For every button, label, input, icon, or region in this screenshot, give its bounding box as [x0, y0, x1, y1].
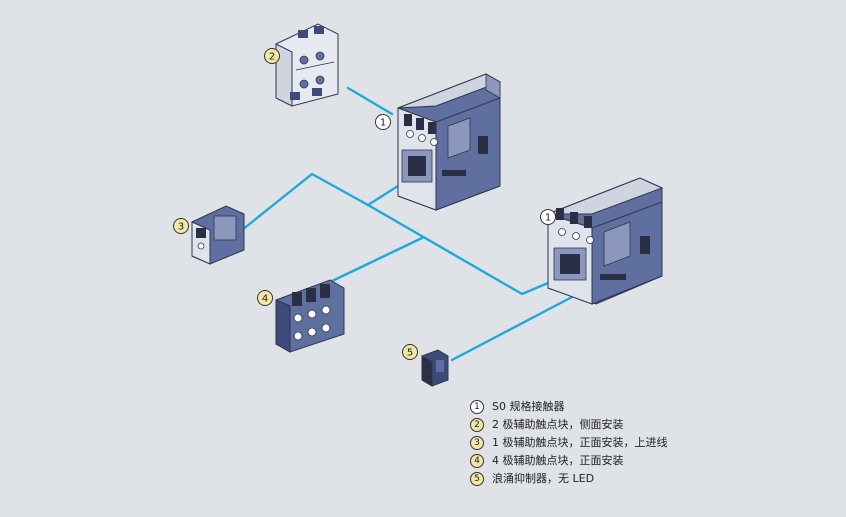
legend-item: 3 1 极辅助触点块，正面安装，上进线 — [470, 434, 668, 452]
callout-number: 2 — [269, 52, 275, 63]
legend-text: 4 极辅助触点块，正面安装 — [492, 454, 624, 467]
legend: 1 S0 规格接触器 2 2 极辅助触点块，侧面安装 3 1 极辅助触点块，正面… — [470, 398, 668, 488]
legend-text: 1 极辅助触点块，正面安装，上进线 — [492, 436, 668, 449]
callout-circle — [402, 344, 418, 360]
connector-line-3 — [240, 172, 370, 232]
callout-markers: 1 1 2 3 4 5 — [173, 48, 556, 360]
callout-number: 1 — [545, 213, 551, 224]
legend-item: 5 浪涌抑制器，无 LED — [470, 470, 668, 488]
callout-badge-1: 1 — [375, 114, 391, 130]
callout-circle — [173, 218, 189, 234]
callout-circle — [264, 48, 280, 64]
legend-number-badge: 2 — [470, 418, 484, 432]
legend-number-badge: 4 — [470, 454, 484, 468]
callout-number: 4 — [262, 294, 268, 305]
callout-number: 1 — [380, 118, 386, 129]
legend-item: 2 2 极辅助触点块，侧面安装 — [470, 416, 668, 434]
contactor-s0-upper — [397, 73, 502, 211]
legend-text: 浪涌抑制器，无 LED — [492, 472, 595, 485]
surge-suppressor — [421, 349, 449, 387]
callout-circle — [257, 290, 273, 306]
callout-badge-5: 5 — [402, 344, 418, 360]
callout-circle — [540, 209, 556, 225]
callout-badge-4: 4 — [257, 290, 273, 306]
callout-circle — [375, 114, 391, 130]
connector-line-main — [366, 184, 400, 207]
contactor-s0-lower — [547, 177, 664, 305]
legend-number-badge: 3 — [470, 436, 484, 450]
callout-number: 3 — [178, 222, 184, 233]
legend-number-badge: 1 — [470, 400, 484, 414]
connector-line-4 — [328, 236, 424, 284]
legend-item: 4 4 极辅助触点块，正面安装 — [470, 452, 668, 470]
legend-text: S0 规格接触器 — [492, 400, 565, 413]
connector-line-trunk — [366, 203, 550, 296]
connector-line-5 — [450, 295, 574, 362]
callout-badge-3: 3 — [173, 218, 189, 234]
aux-block-1pole-front — [191, 205, 245, 265]
callout-badge-2: 2 — [264, 48, 280, 64]
aux-block-2pole-side — [275, 23, 339, 107]
aux-block-4pole-front — [275, 279, 345, 353]
legend-number-badge: 5 — [470, 472, 484, 486]
callout-number: 5 — [407, 348, 413, 359]
connector-lines — [240, 86, 574, 362]
legend-item: 1 S0 规格接触器 — [470, 398, 668, 416]
connector-line-2 — [346, 86, 394, 116]
legend-text: 2 极辅助触点块，侧面安装 — [492, 418, 624, 431]
callout-badge-1: 1 — [540, 209, 556, 225]
